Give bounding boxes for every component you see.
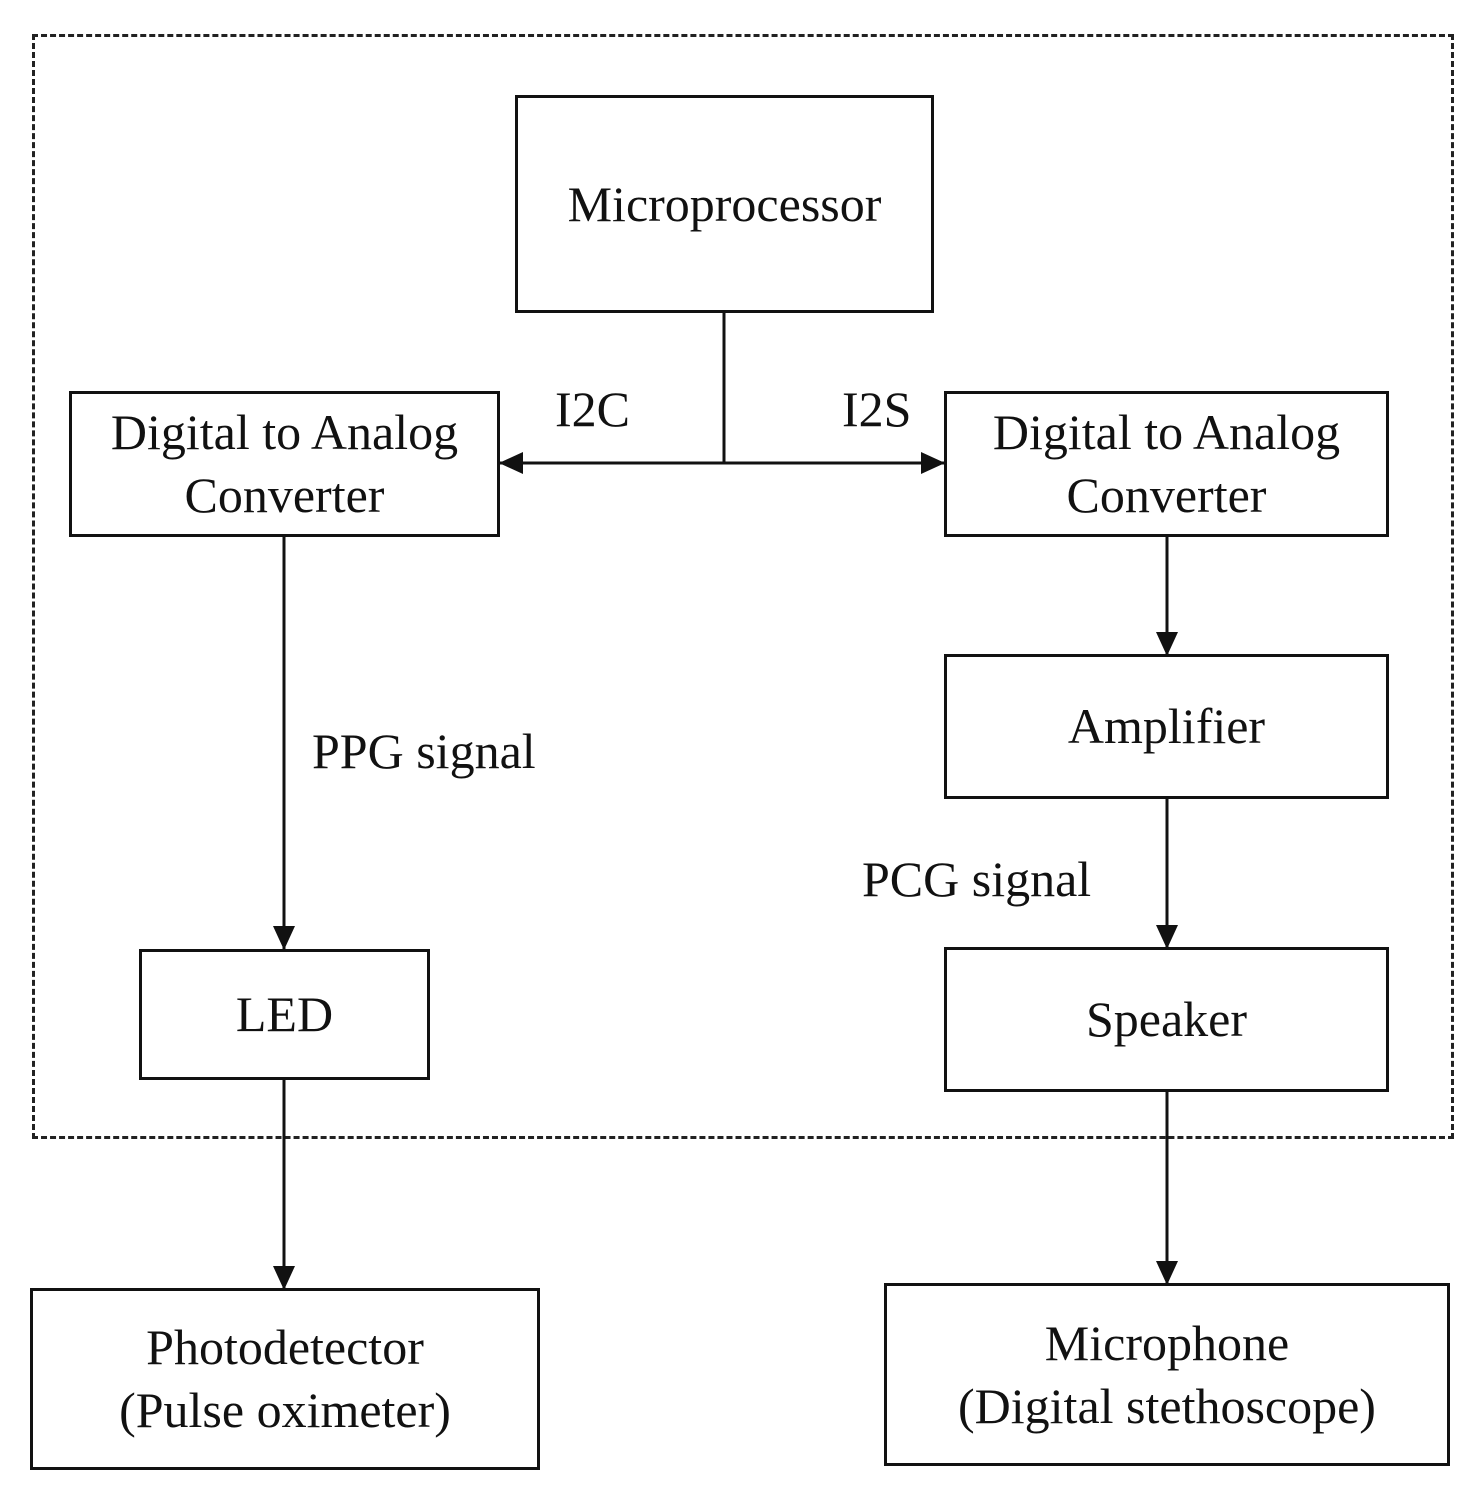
- ppg-signal-label: PPG signal: [312, 723, 536, 779]
- speaker-block: Speaker: [944, 947, 1389, 1092]
- led-label: LED: [235, 986, 334, 1042]
- dac-left-block: Digital to Analog Converter: [69, 391, 500, 537]
- device-boundary: [32, 34, 1454, 1139]
- i2s-label: I2S: [842, 381, 912, 437]
- led-block: LED: [139, 949, 430, 1080]
- dac-right-label: Digital to Analog Converter: [992, 404, 1341, 523]
- microprocessor-block: Microprocessor: [515, 95, 934, 313]
- photodetector-block: Photodetector (Pulse oximeter): [30, 1288, 540, 1470]
- dac-left-label: Digital to Analog Converter: [110, 404, 459, 523]
- amplifier-block: Amplifier: [944, 654, 1389, 799]
- microphone-label: Microphone (Digital stethoscope): [958, 1314, 1376, 1434]
- speaker-label: Speaker: [1085, 991, 1248, 1047]
- i2c-label: I2C: [555, 381, 630, 437]
- amplifier-label: Amplifier: [1067, 698, 1266, 754]
- pcg-signal-label: PCG signal: [862, 851, 1092, 907]
- photodetector-label: Photodetector (Pulse oximeter): [119, 1319, 451, 1438]
- dac-right-block: Digital to Analog Converter: [944, 391, 1389, 537]
- microprocessor-label: Microprocessor: [567, 175, 882, 232]
- microphone-block: Microphone (Digital stethoscope): [884, 1283, 1450, 1466]
